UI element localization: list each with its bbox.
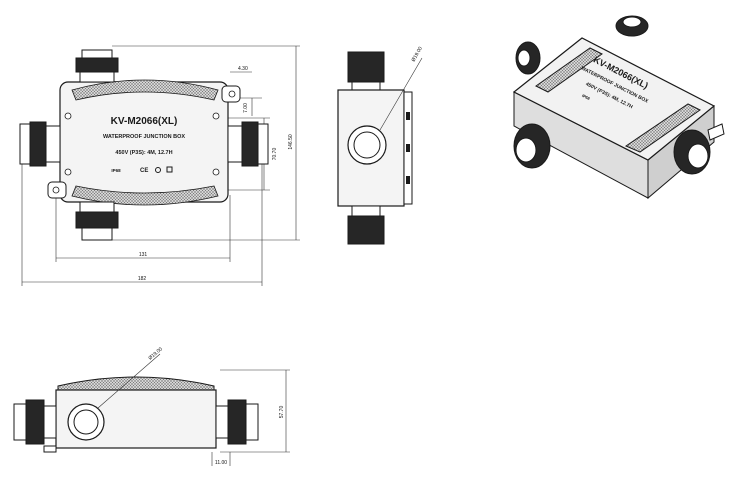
dim-hole: 4.30 <box>238 66 248 72</box>
top-ridge <box>71 79 219 101</box>
title-label: WATERPROOF JUNCTION BOX <box>103 134 185 140</box>
dim-offset: 7.00 <box>243 103 249 113</box>
rating-label: IP68 <box>111 168 121 173</box>
ground-icon <box>155 167 161 173</box>
gland-bottom <box>75 201 119 241</box>
iso-gland-left <box>515 41 541 75</box>
gland-left <box>19 121 61 167</box>
dim-gland-side: Ø19.00 <box>411 46 425 63</box>
dim-inner-width: 131 <box>139 252 148 258</box>
spec-label: 450V (P3S): 4M, 12.7H <box>115 150 172 156</box>
dim-inner-height: 70.70 <box>272 148 278 161</box>
side-gland-top <box>347 51 385 83</box>
front-gland-left <box>13 399 57 445</box>
front-view: Ø19.00 57.70 11.00 <box>13 346 290 466</box>
front-lid <box>57 376 215 393</box>
recycle-icon <box>166 166 173 173</box>
isometric-view: KV-M2066(XL) WATERPROOF JUNCTION BOX 450… <box>512 15 725 200</box>
dim-gland-front: Ø19.00 <box>147 346 164 361</box>
side-gland-bottom <box>347 215 385 245</box>
iso-gland-front <box>513 123 551 169</box>
ce-mark: CE <box>140 168 148 174</box>
top-view: KV-M2066(XL) WATERPROOF JUNCTION BOX 450… <box>19 45 300 286</box>
model-label: KV-M2066(XL) <box>111 116 178 127</box>
iso-rating-label: IP68 <box>581 93 591 102</box>
dim-box-height: 57.70 <box>279 406 285 419</box>
bottom-ridge <box>71 185 219 206</box>
dim-overall-height: 146.50 <box>288 134 294 150</box>
dim-overall-width: 182 <box>138 276 147 282</box>
top-box-body <box>59 81 229 203</box>
gland-top <box>75 49 119 83</box>
iso-gland-top <box>615 15 649 37</box>
gland-right <box>227 121 269 167</box>
iso-gland-right <box>673 129 711 175</box>
front-gland-right <box>215 399 259 445</box>
side-view: Ø19.00 <box>337 46 425 245</box>
dim-foot: 11.00 <box>215 460 227 466</box>
